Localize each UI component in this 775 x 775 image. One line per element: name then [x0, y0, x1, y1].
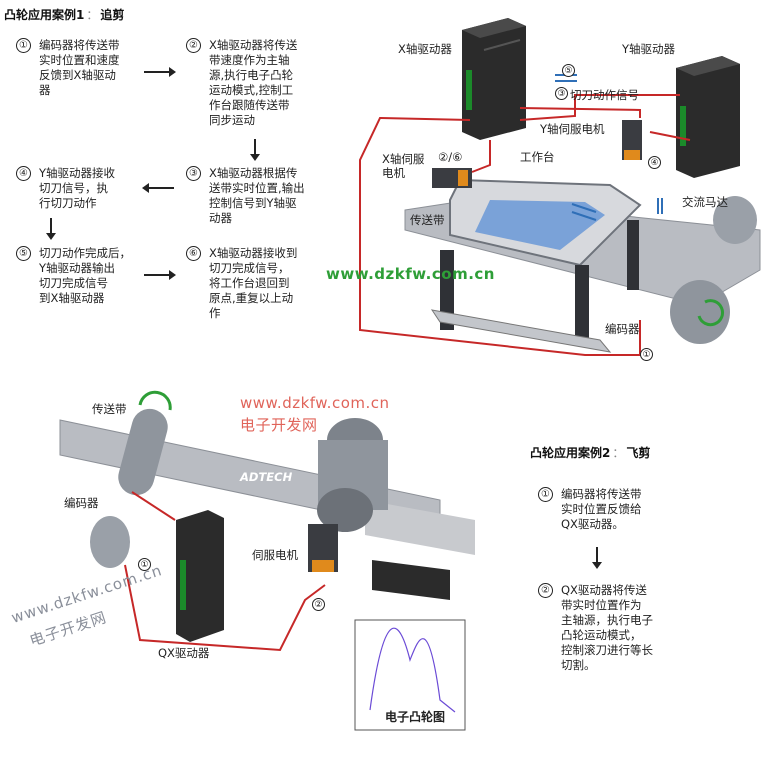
belt-label-1: 传送带	[410, 213, 445, 227]
encoder-motor-icon	[90, 516, 130, 568]
step-text: 编码器将传送带 实时位置和速度 反馈到X轴驱动 器	[39, 38, 120, 97]
arrow-right	[144, 270, 176, 280]
step-number: ⑤	[16, 246, 31, 261]
step-text: X轴驱动器接收到 切刀完成信号， 将工作台退回到 原点,重复以上动 作	[209, 246, 298, 320]
arrow-down	[250, 139, 260, 161]
case1-step-1: ① 编码器将传送带 实时位置和速度 反馈到X轴驱动 器	[16, 38, 120, 98]
case1-step-3: ③ X轴驱动器根据传 送带实时位置,输出 控制信号到Y轴驱 动器	[186, 166, 305, 226]
case2-title-sep: ：	[612, 446, 625, 460]
x-drive-icon	[462, 18, 526, 140]
case2-title-sub: 飞剪	[626, 446, 651, 460]
encoder-label-1: 编码器	[605, 322, 640, 336]
qx-drive-label: QX驱动器	[158, 646, 210, 660]
callout-1-case2: ①	[138, 558, 151, 571]
step-text: X轴驱动器根据传 送带实时位置,输出 控制信号到Y轴驱 动器	[209, 166, 305, 225]
arrow-right	[144, 67, 176, 77]
case1-title-sub: 追剪	[100, 8, 125, 22]
step-text: 切刀动作完成后， Y轴驱动器输出 切刀完成信号 到X轴驱动器	[39, 246, 131, 305]
y-servo-label: Y轴伺服电机	[540, 122, 605, 136]
case1-title: 凸轮应用案例1：追剪	[4, 6, 124, 23]
callout-5: ⑤	[562, 64, 575, 77]
case1-title-sep: ：	[86, 8, 99, 22]
case1-step-4: ④ Y轴驱动器接收 切刀信号，执 行切刀动作	[16, 166, 115, 211]
case2-title-main: 凸轮应用案例2	[530, 446, 611, 460]
ac-motor-icon	[670, 196, 757, 344]
y-drive-label: Y轴驱动器	[622, 42, 676, 56]
callout-1: ①	[640, 348, 653, 361]
y-servo-motor-icon	[622, 120, 642, 160]
y-drive-icon	[676, 56, 740, 178]
diagram1-illustration	[359, 18, 761, 356]
x-servo-motor-icon	[432, 168, 472, 188]
case1-step-5: ⑤ 切刀动作完成后， Y轴驱动器输出 切刀完成信号 到X轴驱动器	[16, 246, 131, 306]
step-text: QX驱动器将传送 带实时位置作为 主轴源，执行电子 凸轮运动模式， 控制滚刀进行…	[561, 583, 653, 672]
arrow-left	[142, 183, 174, 193]
watermark-site-green: www.dzkfw.com.cn	[326, 265, 495, 283]
callout-3: ③	[555, 87, 568, 100]
step-number: ②	[538, 583, 553, 598]
encoder-label-2: 编码器	[64, 496, 99, 510]
knife-drum-icon	[317, 418, 388, 532]
cut-signal-label: 切刀动作信号	[570, 88, 639, 102]
case2-step-2: ② QX驱动器将传送 带实时位置作为 主轴源，执行电子 凸轮运动模式， 控制滚刀…	[538, 583, 653, 673]
watermark-name-red: 电子开发网	[240, 416, 318, 434]
case1-title-main: 凸轮应用案例1	[4, 8, 85, 22]
arrow-down	[46, 218, 56, 240]
step-text: X轴驱动器将传送 带速度作为主轴 源,执行电子凸轮 运动模式,控制工 作台跟随传…	[209, 38, 298, 127]
brand-label: ADTECH	[240, 470, 293, 484]
case2-title: 凸轮应用案例2：飞剪	[530, 444, 650, 461]
servo-label-2: 伺服电机	[252, 548, 298, 562]
watermark-site-red: www.dzkfw.com.cn	[240, 394, 390, 412]
x-servo-label: X轴伺服 电机	[382, 152, 425, 180]
step-number: ⑥	[186, 246, 201, 261]
step-number: ①	[538, 487, 553, 502]
belt-label-2: 传送带	[92, 402, 127, 416]
case1-step-2: ② X轴驱动器将传送 带速度作为主轴 源,执行电子凸轮 运动模式,控制工 作台跟…	[186, 38, 297, 128]
cam-chart-title: 电子凸轮图	[385, 710, 446, 724]
callout-2-6: ②/⑥	[438, 150, 463, 164]
x-drive-label: X轴驱动器	[398, 42, 452, 56]
work-table-label: 工作台	[520, 150, 555, 164]
step-number: ①	[16, 38, 31, 53]
roller-icon	[118, 408, 168, 496]
servo-motor-icon-2	[308, 524, 338, 572]
step-text: Y轴驱动器接收 切刀信号，执 行切刀动作	[39, 166, 116, 210]
step-number: ③	[186, 166, 201, 181]
case1-step-6: ⑥ X轴驱动器接收到 切刀完成信号， 将工作台退回到 原点,重复以上动 作	[186, 246, 297, 321]
case2-step-1: ① 编码器将传送带 实时位置反馈给 QX驱动器。	[538, 487, 642, 532]
diagram2-illustration	[59, 390, 475, 731]
wires-2	[124, 491, 326, 652]
arrow-down	[592, 547, 602, 569]
step-text: 编码器将传送带 实时位置反馈给 QX驱动器。	[561, 487, 642, 531]
ac-motor-label: 交流马达	[682, 195, 728, 209]
qx-drive-icon	[176, 510, 224, 642]
callout-2-case2: ②	[312, 598, 325, 611]
callout-4: ④	[648, 156, 661, 169]
cam-chart-frame	[354, 619, 466, 731]
step-number: ②	[186, 38, 201, 53]
step-number: ④	[16, 166, 31, 181]
